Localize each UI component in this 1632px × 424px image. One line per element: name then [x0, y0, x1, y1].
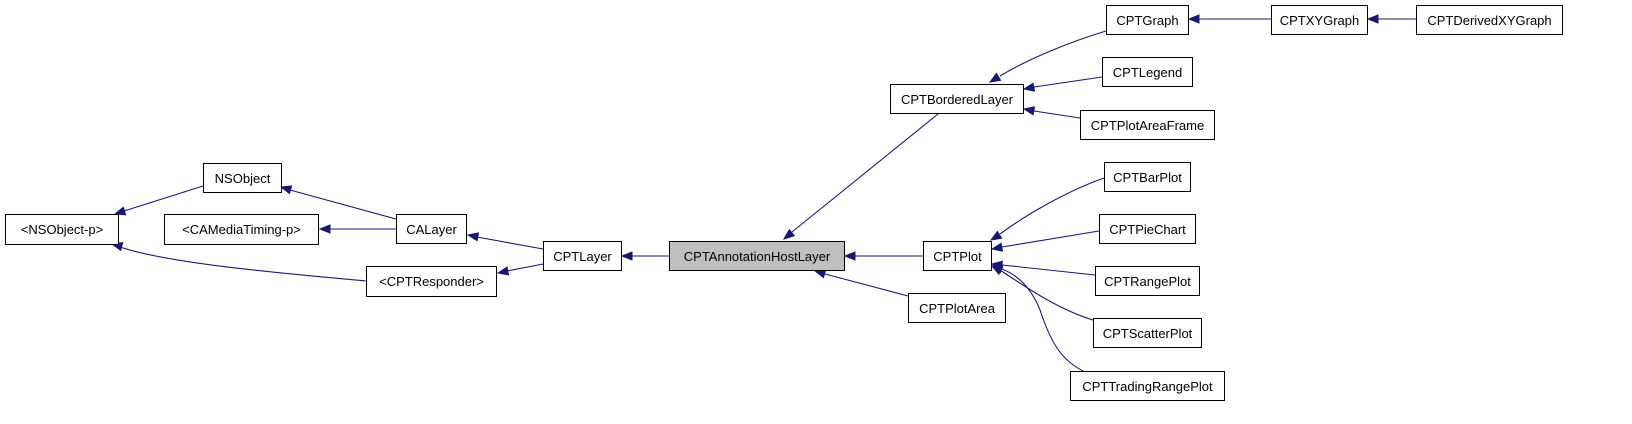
node-cptpiechart[interactable]: CPTPieChart: [1099, 214, 1196, 244]
node-label: <NSObject-p>: [20, 222, 104, 237]
edge-calayer-to-nsobject: [279, 185, 397, 220]
edge-arrowhead: [1187, 14, 1200, 24]
edge-arrowhead: [1366, 14, 1379, 24]
node-label: CPTPlotArea: [919, 300, 995, 316]
node-label: CALayer: [406, 221, 457, 237]
node-cptlegend[interactable]: CPTLegend: [1102, 57, 1193, 87]
edge-cptresponder-to-nsobject-protocol: [110, 242, 367, 282]
edge-cptbarplot-to-cptplot: [989, 177, 1105, 241]
edge-cptderivedxygraph-to-cptxygraph: [1366, 14, 1416, 24]
node-label: <CPTResponder>: [379, 274, 484, 289]
node-calayer[interactable]: CALayer: [396, 214, 467, 244]
node-cptresponder-protocol[interactable]: <CPTResponder>: [366, 266, 497, 297]
edge-line: [123, 185, 204, 212]
node-cptannotationhostlayer: CPTAnnotationHostLayer: [669, 241, 845, 271]
node-label: CPTBorderedLayer: [901, 91, 1013, 107]
node-cptplotareaframe[interactable]: CPTPlotAreaFrame: [1080, 110, 1215, 140]
node-cptplot[interactable]: CPTPlot: [923, 241, 992, 271]
edge-cpttradingrangeplot-to-cptplot: [990, 264, 1086, 373]
edge-line: [999, 177, 1105, 235]
node-label: <CAMediaTiming-p>: [182, 222, 301, 237]
node-cptgraph[interactable]: CPTGraph: [1106, 5, 1189, 35]
node-label: CPTGraph: [1116, 12, 1179, 28]
edge-line: [506, 263, 544, 272]
edge-arrowhead: [782, 228, 796, 240]
node-label: CPTTradingRangePlot: [1082, 378, 1213, 394]
edge-arrowhead: [813, 269, 827, 279]
node-label: CPTLayer: [553, 248, 612, 264]
node-cptxygraph[interactable]: CPTXYGraph: [1271, 5, 1368, 35]
edge-arrowhead: [620, 251, 633, 261]
edge-arrowhead: [1022, 82, 1036, 92]
node-label: CPTScatterPlot: [1102, 325, 1193, 341]
node-cptscatterplot[interactable]: CPTScatterPlot: [1093, 318, 1202, 348]
edge-line: [1001, 268, 1086, 373]
edge-arrowhead: [279, 185, 293, 195]
edge-cptplotareaframe-to-borderedlayer: [1022, 106, 1081, 119]
node-cpttradingrangeplot[interactable]: CPTTradingRangePlot: [1070, 371, 1225, 401]
node-label: CPTPieChart: [1109, 221, 1186, 237]
edge-nsobject-to-nsobject-protocol: [113, 185, 204, 216]
edge-line: [476, 236, 544, 250]
node-cptplotarea[interactable]: CPTPlotArea: [908, 293, 1006, 323]
edge-line: [1033, 110, 1081, 119]
node-label: CPTBarPlot: [1113, 169, 1182, 185]
edge-cptxygraph-to-cptgraph: [1187, 14, 1271, 24]
edge-cptlegend-to-borderedlayer: [1022, 76, 1103, 92]
edge-line: [1001, 230, 1100, 248]
edge-arrowhead: [466, 232, 480, 242]
edge-line: [791, 113, 939, 233]
node-cptderivedxygraph[interactable]: CPTDerivedXYGraph: [1416, 5, 1563, 35]
edge-calayer-to-camediatiming-protocol: [318, 224, 396, 234]
node-label: CPTDerivedXYGraph: [1427, 12, 1552, 28]
edge-line: [999, 30, 1107, 77]
edge-arrowhead: [990, 264, 1004, 274]
edge-arrowhead: [318, 224, 331, 234]
node-label: NSObject: [214, 170, 271, 186]
node-label: CPTPlotAreaFrame: [1090, 117, 1205, 133]
edge-annotation-to-cptlayer: [620, 251, 669, 261]
edge-cptscatterplot-to-cptplot: [990, 265, 1094, 321]
edge-arrowhead: [989, 230, 1003, 241]
node-cptlayer[interactable]: CPTLayer: [543, 241, 622, 271]
node-label: CPTAnnotationHostLayer: [683, 248, 831, 264]
node-cptborderedlayer[interactable]: CPTBorderedLayer: [890, 84, 1024, 114]
edge-line: [1001, 264, 1096, 276]
edge-arrowhead: [843, 251, 856, 261]
edge-cptgraph-to-borderedlayer: [988, 30, 1107, 83]
node-camediatiming-protocol[interactable]: <CAMediaTiming-p>: [164, 214, 319, 245]
node-cptbarplot[interactable]: CPTBarPlot: [1104, 162, 1191, 192]
edge-arrowhead: [988, 72, 1002, 83]
edge-cptlayer-to-cptresponder: [496, 263, 544, 276]
node-label: CPTRangePlot: [1104, 273, 1191, 289]
edge-cptplot-to-annotation: [843, 251, 923, 261]
edge-borderedlayer-to-annotation: [782, 113, 939, 240]
edge-line: [999, 269, 1094, 321]
node-label: CPTPlot: [933, 248, 982, 264]
edge-arrowhead: [113, 206, 127, 216]
edge-cptplotarea-to-annotation: [813, 269, 909, 297]
edge-arrowhead: [1022, 106, 1036, 116]
edge-line: [1033, 76, 1103, 88]
node-nsobject[interactable]: NSObject: [203, 163, 282, 193]
edge-cptlayer-to-calayer: [466, 232, 544, 250]
edge-line: [119, 246, 367, 282]
edge-cptpiechart-to-cptplot: [990, 230, 1100, 252]
node-cptrangeplot[interactable]: CPTRangePlot: [1095, 266, 1200, 296]
edge-cptrangeplot-to-cptplot: [990, 260, 1096, 276]
edge-arrowhead: [496, 266, 510, 276]
edge-arrowhead: [990, 242, 1004, 252]
node-nsobject-protocol[interactable]: <NSObject-p>: [5, 214, 119, 245]
node-label: CPTLegend: [1112, 64, 1183, 80]
node-label: CPTXYGraph: [1279, 12, 1360, 28]
edge-line: [289, 189, 397, 220]
edge-line: [824, 273, 909, 297]
